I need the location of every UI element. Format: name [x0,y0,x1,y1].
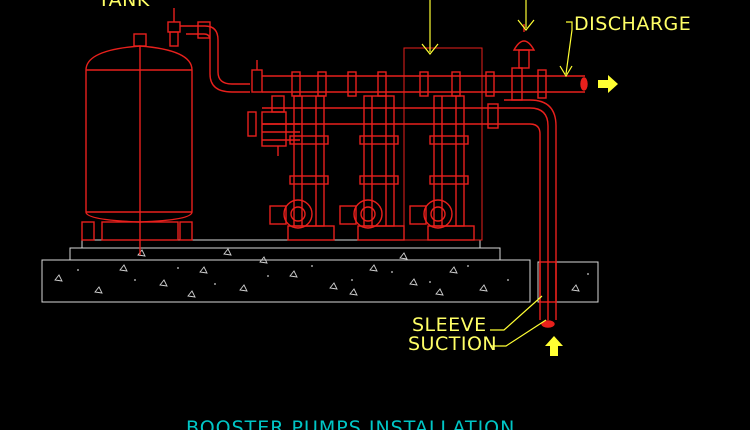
suction-pipe [262,99,557,328]
concrete-aggregate-marks [54,248,580,298]
sleeve-label: SLEEVE [412,314,487,336]
leader-lines [421,0,573,347]
flow-arrows [545,75,618,356]
concrete-base [41,239,599,303]
tank-label: TANK [97,0,150,11]
pressure-tank [81,33,193,255]
control-manifold [247,95,300,156]
pump-2 [339,95,405,241]
pump-3 [409,95,475,241]
drawing-title: BOOSTER PUMPS INSTALLATION [186,417,515,430]
tank-inlet-piping [167,8,263,93]
pump-1 [269,95,335,241]
discharge-valve [512,24,536,69]
discharge-header [262,67,588,101]
suction-label: SUCTION [408,333,497,355]
concrete-dot-marks [77,265,589,285]
discharge-label: DISCHARGE [574,13,691,35]
